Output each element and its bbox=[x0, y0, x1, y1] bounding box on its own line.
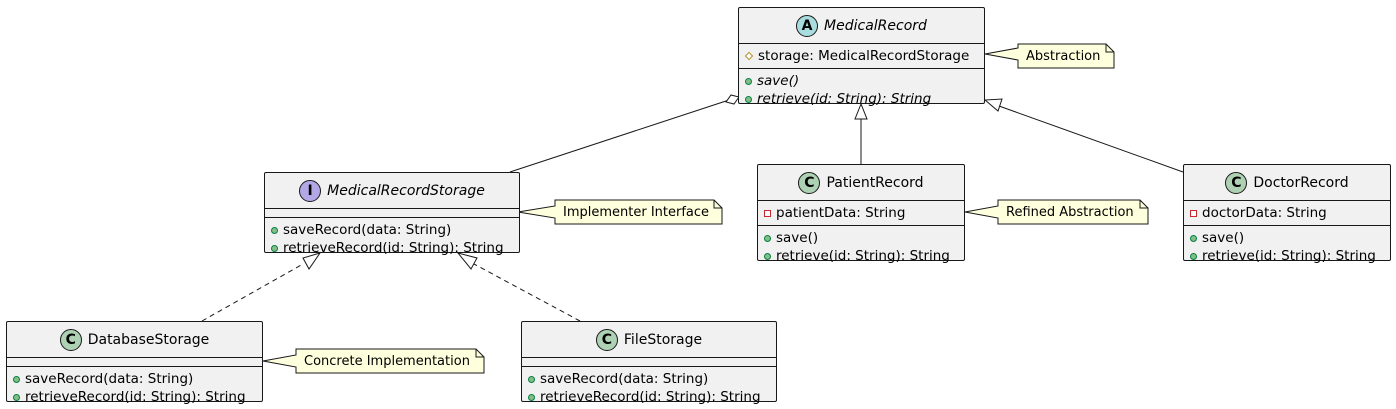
field-row: doctorData: String bbox=[1184, 204, 1390, 222]
public-visibility-icon bbox=[1190, 234, 1197, 242]
class-icon: C bbox=[798, 171, 821, 194]
class-name: FileStorage bbox=[623, 331, 703, 348]
methods-section: save() retrieve(id: String): String bbox=[758, 226, 964, 268]
note-text: Abstraction bbox=[1026, 48, 1101, 64]
fields-section: storage: MedicalRecordStorage bbox=[739, 44, 984, 69]
realization-arrow-database bbox=[302, 252, 322, 270]
methods-section: saveRecord(data: String) retrieveRecord(… bbox=[522, 367, 776, 409]
generalization-arrow-patient bbox=[854, 102, 868, 120]
note-text: Implementer Interface bbox=[563, 204, 710, 220]
fields-section bbox=[522, 358, 776, 367]
abstract-class-icon: A bbox=[796, 14, 819, 37]
note-implementer-bg bbox=[517, 199, 723, 225]
field-row: storage: MedicalRecordStorage bbox=[739, 47, 984, 65]
aggregation-diamond bbox=[725, 94, 740, 105]
note-refined-abstraction: Refined Abstraction bbox=[998, 200, 1148, 224]
note-implementer-interface: Implementer Interface bbox=[555, 200, 722, 224]
class-name: DatabaseStorage bbox=[87, 331, 210, 348]
class-icon: C bbox=[59, 328, 82, 351]
realization-line-database bbox=[201, 263, 304, 322]
public-visibility-icon bbox=[1190, 252, 1197, 260]
class-database-storage[interactable]: C DatabaseStorage saveRecord(data: Strin… bbox=[6, 321, 263, 405]
method-row: retrieveRecord(id: String): String bbox=[7, 388, 262, 406]
public-visibility-icon bbox=[13, 393, 20, 401]
class-icon: C bbox=[1225, 171, 1248, 194]
class-medical-record[interactable]: A MedicalRecord storage: MedicalRecordSt… bbox=[738, 7, 985, 107]
note-refined-bg bbox=[964, 199, 1149, 225]
class-patient-record[interactable]: C PatientRecord patientData: String save… bbox=[757, 164, 965, 264]
class-name: MedicalRecord bbox=[824, 17, 927, 34]
public-visibility-icon bbox=[13, 375, 20, 383]
public-visibility-icon bbox=[528, 393, 535, 401]
methods-section: save() retrieve(id: String): String bbox=[739, 69, 984, 111]
method-row: save() bbox=[739, 72, 984, 90]
note-abstraction-bg bbox=[984, 43, 1115, 69]
interface-icon: I bbox=[299, 179, 322, 202]
method-row: saveRecord(data: String) bbox=[7, 370, 262, 388]
method-row: saveRecord(data: String) bbox=[265, 221, 519, 239]
method-row: save() bbox=[758, 229, 964, 247]
methods-section: save() retrieve(id: String): String bbox=[1184, 226, 1390, 268]
note-concrete-bg bbox=[262, 348, 485, 374]
method-row: retrieve(id: String): String bbox=[1184, 247, 1390, 265]
class-file-storage[interactable]: C FileStorage saveRecord(data: String) r… bbox=[521, 321, 777, 405]
generalization-arrow-doctor bbox=[983, 98, 1003, 112]
method-row: retrieveRecord(id: String): String bbox=[522, 388, 776, 406]
field-row: patientData: String bbox=[758, 204, 964, 222]
private-visibility-icon bbox=[764, 209, 771, 217]
public-visibility-icon bbox=[271, 226, 278, 234]
note-text: Refined Abstraction bbox=[1006, 204, 1134, 220]
interface-medical-record-storage[interactable]: I MedicalRecordStorage saveRecord(data: … bbox=[264, 172, 520, 256]
methods-section: saveRecord(data: String) retrieveRecord(… bbox=[265, 218, 519, 260]
public-visibility-icon bbox=[528, 375, 535, 383]
fields-section bbox=[265, 209, 519, 218]
methods-section: saveRecord(data: String) retrieveRecord(… bbox=[7, 367, 262, 409]
class-name: PatientRecord bbox=[826, 174, 924, 191]
realization-arrow-file bbox=[456, 252, 478, 270]
private-visibility-icon bbox=[1190, 209, 1197, 217]
fields-section: doctorData: String bbox=[1184, 201, 1390, 226]
method-row: save() bbox=[1184, 229, 1390, 247]
public-visibility-icon bbox=[764, 234, 771, 242]
method-row: retrieve(id: String): String bbox=[739, 90, 984, 108]
note-text: Concrete Implementation bbox=[304, 353, 470, 369]
public-visibility-icon bbox=[271, 244, 278, 252]
public-visibility-icon bbox=[764, 252, 771, 260]
aggregation-line bbox=[509, 99, 730, 173]
class-doctor-record[interactable]: C DoctorRecord doctorData: String save()… bbox=[1183, 164, 1391, 264]
class-header: I MedicalRecordStorage bbox=[265, 173, 519, 209]
fields-section: patientData: String bbox=[758, 201, 964, 226]
class-header: C PatientRecord bbox=[758, 165, 964, 201]
class-name: MedicalRecordStorage bbox=[327, 182, 485, 199]
method-row: saveRecord(data: String) bbox=[522, 370, 776, 388]
method-row: retrieve(id: String): String bbox=[758, 247, 964, 265]
fields-section bbox=[7, 358, 262, 367]
class-header: C FileStorage bbox=[522, 322, 776, 358]
class-name: DoctorRecord bbox=[1253, 174, 1349, 191]
class-header: A MedicalRecord bbox=[739, 8, 984, 44]
note-abstraction: Abstraction bbox=[1018, 44, 1114, 68]
method-row: retrieveRecord(id: String): String bbox=[265, 239, 519, 257]
public-visibility-icon bbox=[745, 95, 752, 103]
class-header: C DatabaseStorage bbox=[7, 322, 262, 358]
generalization-line-doctor bbox=[998, 105, 1184, 173]
class-header: C DoctorRecord bbox=[1184, 165, 1390, 201]
class-icon: C bbox=[595, 328, 618, 351]
public-visibility-icon bbox=[745, 77, 752, 85]
note-concrete-implementation: Concrete Implementation bbox=[296, 349, 484, 373]
protected-visibility-icon bbox=[744, 51, 754, 61]
realization-line-file bbox=[473, 263, 581, 322]
